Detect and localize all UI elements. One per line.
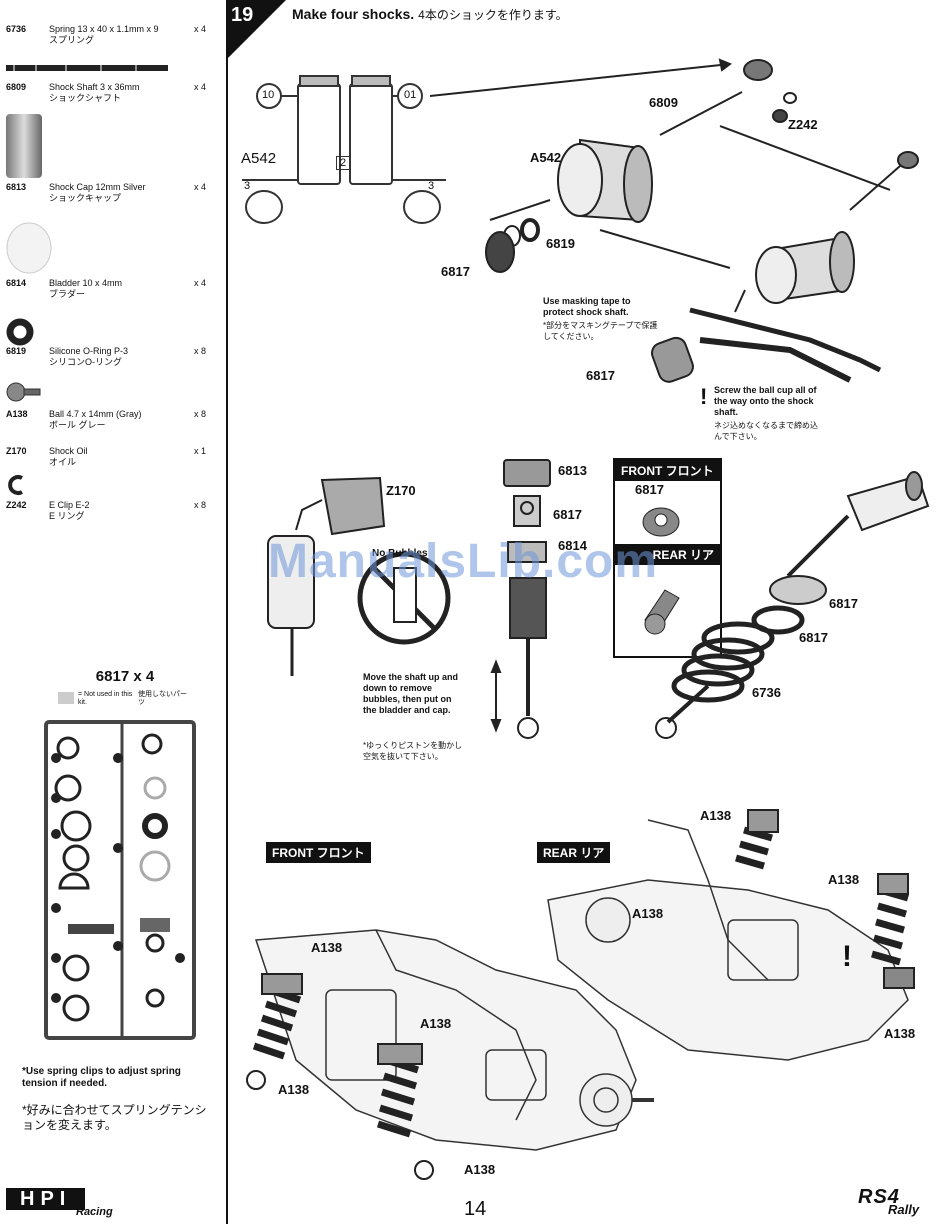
- callout-6817-b: 6817: [586, 368, 615, 383]
- callout-6817-d: 6817: [829, 596, 858, 611]
- front-ball-cup-icon: [642, 507, 680, 537]
- part-code: Z242: [6, 500, 27, 510]
- front-rear-ball-cup-box: FRONT フロント 6817 REAR リア: [613, 458, 722, 658]
- rear-warning-icon: !: [842, 940, 852, 973]
- part-qty: x 8: [194, 500, 207, 510]
- callout-6813: 6813: [558, 463, 587, 478]
- legend-en: = Not used in this kit.: [78, 691, 133, 706]
- spring-icon: [6, 65, 168, 71]
- front-box-callout: 6817: [635, 482, 664, 497]
- step-badge: [228, 0, 286, 58]
- bladder-icon: [6, 222, 52, 274]
- part-qty: x 1: [194, 446, 207, 456]
- part-code: 6809: [6, 82, 27, 92]
- shock-body-sprue-illustration: [242, 75, 446, 224]
- ball-cup-note-en: Screw the ball cup all of the way onto t…: [714, 385, 817, 417]
- masking-tape-note-jp: *部分をマスキングテープで保護してください。: [543, 321, 658, 341]
- callout-a138-rear-2: A138: [828, 872, 860, 887]
- callout-a138-front-3: A138: [278, 1082, 310, 1097]
- part-qty: x 8: [194, 409, 207, 419]
- callout-a138-rear-1: A138: [700, 808, 732, 823]
- front-box-header: FRONT フロント: [615, 460, 720, 481]
- callout-6819: 6819: [546, 236, 575, 251]
- callout-a138-front-4: A138: [464, 1162, 496, 1177]
- oil-filling-illustration: [267, 476, 451, 676]
- spring-clip-note-jp: *好みに合わせてスプリングテンションを変えます。: [22, 1103, 207, 1132]
- ball-stud-icon: [6, 382, 41, 402]
- part-name: Ball 4.7 x 14mm (Gray)ボール グレー: [49, 409, 142, 430]
- callout-6817-c: 6817: [553, 507, 582, 522]
- watermark: ManualsLib.com: [268, 535, 659, 588]
- callout-a138-rear-4: A138: [884, 1026, 916, 1041]
- front-section-label: FRONT フロント: [266, 842, 371, 863]
- callout-01: 01: [404, 89, 417, 101]
- rear-ball-cup-icon: [644, 589, 680, 635]
- callout-6736: 6736: [752, 685, 781, 700]
- move-shaft-note-jp: *ゆっくりピストンを動かし空気を抜いて下さい。: [363, 741, 463, 761]
- step-title: Make four shocks.4本のショックを作ります。: [292, 6, 568, 22]
- part-code: A138: [6, 409, 28, 419]
- callout-a542: A542: [530, 150, 562, 165]
- callout-10: 10: [262, 89, 275, 101]
- front-chassis-illustration: [246, 929, 654, 1180]
- shock-assembly-illustration: [430, 58, 919, 383]
- part-qty: x 4: [194, 24, 207, 34]
- hpi-logo: HPI Racing: [6, 1188, 113, 1218]
- callout-3-right: 3: [428, 180, 435, 192]
- callout-a542-top: A542: [241, 150, 277, 167]
- no-bubbles-label: No Bubbles: [372, 548, 428, 559]
- shock-cap-icon: [6, 114, 42, 178]
- ball-cup-note-jp: ネジ込めなくなるまで締め込んで下さい。: [714, 421, 818, 441]
- rear-chassis-illustration: [547, 809, 915, 1061]
- shock-cap-assembly-illustration: [490, 459, 551, 739]
- move-shaft-note-en: Move the shaft up and down to remove bub…: [363, 672, 459, 715]
- part-qty: x 4: [194, 278, 207, 288]
- callout-a138-front-2: A138: [420, 1016, 452, 1031]
- callout-6817-e: 6817: [799, 630, 828, 645]
- column-divider: [226, 0, 228, 1224]
- callout-z170: Z170: [386, 483, 416, 498]
- part-qty: x 8: [194, 346, 207, 356]
- spring-clip-note-en: *Use spring clips to adjust spring tensi…: [22, 1066, 181, 1089]
- warning-icon: !: [700, 384, 708, 409]
- callout-6814: 6814: [558, 538, 587, 553]
- legend-swatch: [58, 692, 74, 704]
- part-code: 6814: [6, 278, 27, 288]
- part-qty: x 4: [194, 182, 207, 192]
- part-code: 6813: [6, 182, 27, 192]
- page-number: 14: [464, 1198, 487, 1220]
- parts-tree-title: 6817 x 4: [95, 668, 155, 685]
- step-number: 19: [231, 4, 254, 26]
- o-ring-icon: [6, 318, 34, 346]
- rear-box-header: REAR リア: [615, 544, 720, 565]
- callout-a138-rear-3: A138: [632, 906, 664, 921]
- callout-3-left: 3: [244, 180, 251, 192]
- callout-2: 2: [336, 156, 351, 170]
- part-qty: x 4: [194, 82, 207, 92]
- callout-a138-front-1: A138: [311, 940, 343, 955]
- masking-tape-note-en: Use masking tape to protect shock shaft.: [543, 296, 631, 317]
- callout-6809: 6809: [649, 95, 678, 110]
- rs4-rally-logo: RS4 Rally: [858, 1186, 920, 1217]
- part-code: 6819: [6, 346, 27, 356]
- legend-jp: 使用しないパーツ: [138, 691, 187, 706]
- parts-tree-illustration: [44, 720, 196, 1040]
- part-code: Z170: [6, 446, 27, 456]
- part-code: 6736: [6, 24, 27, 34]
- e-clip-icon: [8, 475, 23, 495]
- rear-section-label: REAR リア: [537, 842, 611, 863]
- complete-shock-illustration: [655, 471, 930, 739]
- callout-z242: Z242: [788, 117, 818, 132]
- callout-6817-a: 6817: [441, 264, 470, 279]
